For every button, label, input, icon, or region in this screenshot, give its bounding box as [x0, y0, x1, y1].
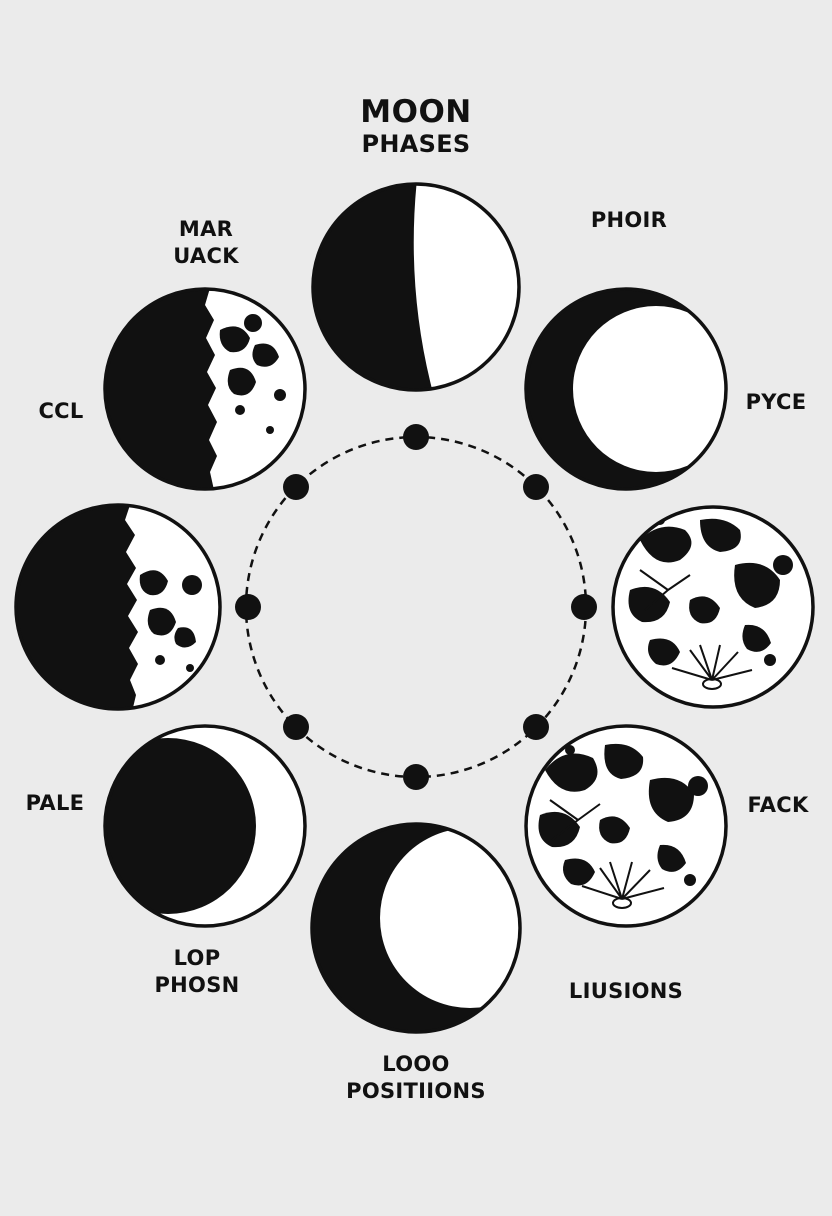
orbit-dot [523, 714, 549, 740]
title-line-2: PHASES [361, 130, 471, 158]
label-top-left: MAR UACK [173, 216, 239, 270]
orbit-dot [523, 474, 549, 500]
label-left-lower: PALE [25, 791, 85, 815]
orbit-dot [283, 474, 309, 500]
waxing-crescent-moon-icon [524, 287, 728, 491]
label-line: MAR [178, 217, 234, 241]
waning-crescent-moon-icon [310, 822, 522, 1034]
full-moon-icon [611, 505, 815, 709]
waning-crescent-moon-icon [103, 724, 307, 928]
orbit-dot [571, 594, 597, 620]
label-line: LOP [173, 946, 221, 970]
first-quarter-moon-icon [311, 182, 521, 392]
orbit-dot [235, 594, 261, 620]
label-left-upper: CCL [38, 399, 84, 423]
label-line: UACK [173, 244, 239, 268]
orbit-dot [283, 714, 309, 740]
waning-gibbous-moon-icon [103, 287, 307, 491]
label-bottom-right: LIUSIONS [568, 979, 684, 1003]
label-bottom-center: LOOO POSITIIONS [346, 1051, 486, 1105]
label-line: POSITIIONS [346, 1079, 486, 1103]
label-line: PHOSN [154, 973, 240, 997]
label-line: LOOO [382, 1052, 450, 1076]
orbit-dot [403, 424, 429, 450]
title-line-1: MOON [360, 94, 472, 130]
label-right-lower: FACK [747, 793, 809, 817]
label-bottom-left: LOP PHOSN [154, 945, 239, 999]
label-right-upper: PYCE [745, 390, 807, 414]
orbit-dot [403, 764, 429, 790]
waning-gibbous-moon-icon [14, 503, 222, 711]
full-moon-icon [524, 724, 728, 928]
orbit-dots [235, 424, 597, 790]
label-top-right: PHOIR [590, 208, 668, 232]
page-title: MOON PHASES [360, 94, 472, 158]
